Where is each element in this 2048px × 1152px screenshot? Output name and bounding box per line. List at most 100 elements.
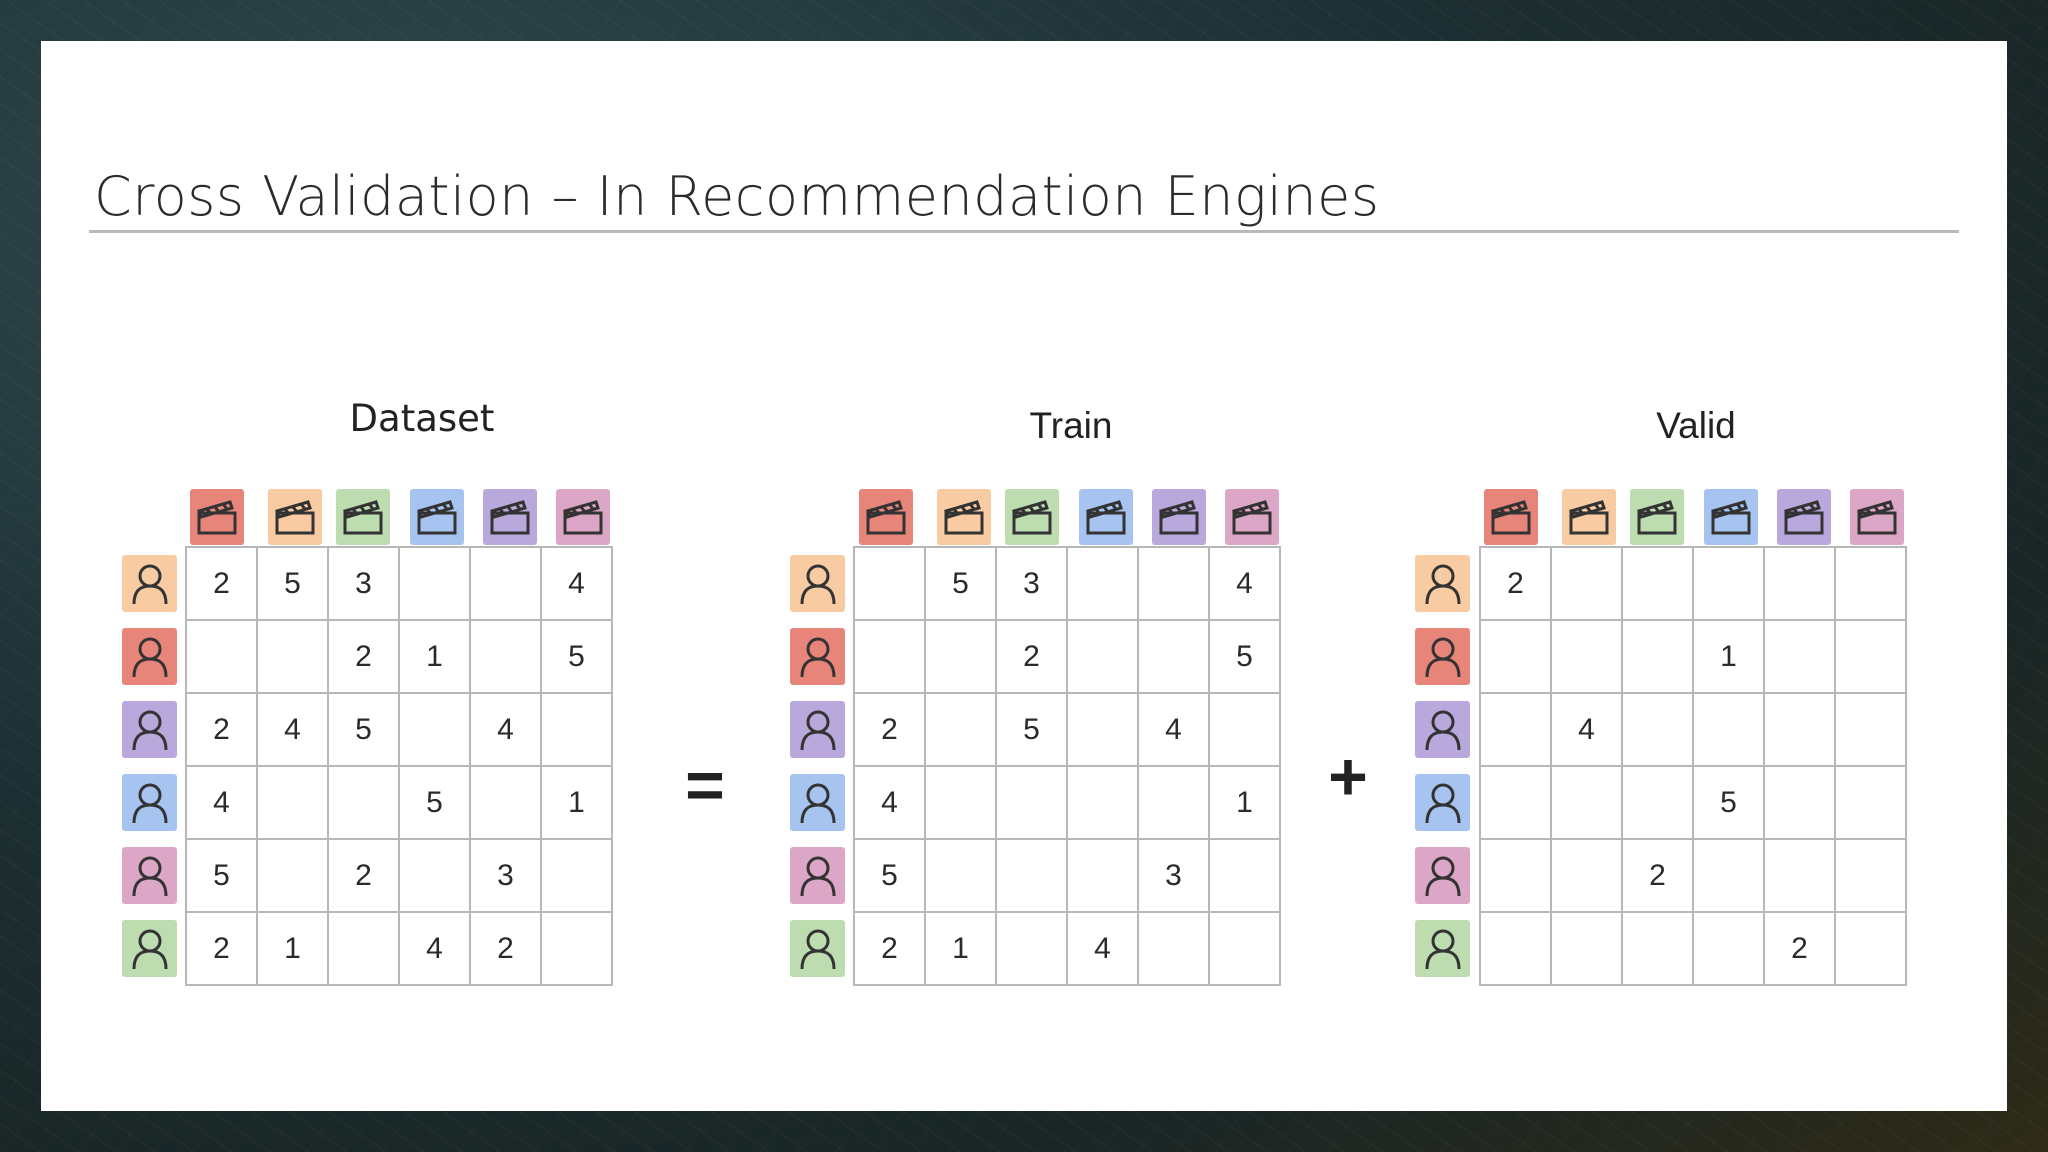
- dataset-user-column: [122, 555, 177, 993]
- matrix-cell: [926, 840, 997, 913]
- matrix-cell: 2: [1765, 913, 1836, 986]
- matrix-cell: 1: [542, 767, 613, 840]
- matrix-cell: [1552, 548, 1623, 621]
- user-icon: [790, 920, 845, 977]
- clapperboard-icon: [1777, 489, 1831, 545]
- clapperboard-icon: [1152, 489, 1206, 545]
- clapperboard-icon: [1704, 489, 1758, 545]
- matrix-cell: 5: [997, 694, 1068, 767]
- user-icon: [790, 774, 845, 831]
- clapperboard-icon: [937, 489, 991, 545]
- matrix-cell: [542, 913, 613, 986]
- matrix-cell: [400, 840, 471, 913]
- matrix-cell: 1: [926, 913, 997, 986]
- matrix-cell: 2: [329, 621, 400, 694]
- matrix-cell: [1068, 840, 1139, 913]
- user-icon: [1415, 555, 1470, 612]
- user-icon: [122, 555, 177, 612]
- clapperboard-icon: [1850, 489, 1904, 545]
- matrix-cell: [400, 694, 471, 767]
- matrix-cell: [997, 767, 1068, 840]
- matrix-cell: [1836, 913, 1907, 986]
- train-movie-header: [859, 489, 1279, 545]
- clapperboard-icon: [190, 489, 244, 545]
- clapperboard-icon: [268, 489, 322, 545]
- matrix-cell: 5: [926, 548, 997, 621]
- matrix-cell: [1139, 767, 1210, 840]
- matrix-cell: [542, 694, 613, 767]
- clapperboard-icon: [1630, 489, 1684, 545]
- matrix-cell: 3: [329, 548, 400, 621]
- matrix-cell: 4: [1210, 548, 1281, 621]
- matrix-cell: [1139, 621, 1210, 694]
- user-icon: [790, 555, 845, 612]
- matrix-cell: [471, 548, 542, 621]
- matrix-cell: [1765, 840, 1836, 913]
- user-icon: [790, 628, 845, 685]
- matrix-cell: 3: [997, 548, 1068, 621]
- matrix-cell: [1552, 767, 1623, 840]
- matrix-cell: [1694, 548, 1765, 621]
- matrix-cell: [471, 767, 542, 840]
- matrix-cell: 4: [542, 548, 613, 621]
- matrix-cell: [1068, 548, 1139, 621]
- user-icon: [790, 847, 845, 904]
- matrix-cell: 2: [855, 913, 926, 986]
- clapperboard-icon: [336, 489, 390, 545]
- matrix-cell: [1552, 913, 1623, 986]
- matrix-cell: 5: [542, 621, 613, 694]
- matrix-cell: [1765, 694, 1836, 767]
- user-icon: [790, 701, 845, 758]
- matrix-cell: [1694, 694, 1765, 767]
- matrix-cell: 4: [1552, 694, 1623, 767]
- matrix-cell: 1: [258, 913, 329, 986]
- matrix-cell: 5: [187, 840, 258, 913]
- user-icon: [1415, 920, 1470, 977]
- valid-user-column: [1415, 555, 1470, 993]
- matrix-cell: [926, 694, 997, 767]
- clapperboard-icon: [1562, 489, 1616, 545]
- user-icon: [1415, 774, 1470, 831]
- matrix-cell: [258, 840, 329, 913]
- train-user-column: [790, 555, 845, 993]
- matrix-cell: [1210, 694, 1281, 767]
- matrix-cell: [1836, 840, 1907, 913]
- matrix-cell: [258, 767, 329, 840]
- matrix-cell: [258, 621, 329, 694]
- matrix-cell: 4: [1139, 694, 1210, 767]
- matrix-cell: [926, 767, 997, 840]
- dataset-movie-header: [190, 489, 610, 545]
- matrix-cell: [1552, 621, 1623, 694]
- matrix-cell: [400, 548, 471, 621]
- title-divider: [89, 230, 1959, 233]
- clapperboard-icon: [1079, 489, 1133, 545]
- user-icon: [1415, 701, 1470, 758]
- matrix-cell: 2: [1481, 548, 1552, 621]
- matrix-cell: [1481, 694, 1552, 767]
- matrix-cell: [542, 840, 613, 913]
- matrix-cell: [1210, 913, 1281, 986]
- matrix-cell: [1139, 548, 1210, 621]
- user-icon: [122, 628, 177, 685]
- clapperboard-icon: [1484, 489, 1538, 545]
- dataset-label: Dataset: [349, 397, 495, 440]
- matrix-cell: [855, 548, 926, 621]
- user-icon: [122, 920, 177, 977]
- matrix-cell: [1481, 621, 1552, 694]
- clapperboard-icon: [556, 489, 610, 545]
- user-icon: [1415, 847, 1470, 904]
- matrix-cell: [471, 621, 542, 694]
- matrix-cell: 3: [471, 840, 542, 913]
- matrix-cell: [1836, 767, 1907, 840]
- matrix-cell: [1623, 913, 1694, 986]
- slide: Cross Validation – In Recommendation Eng…: [41, 41, 2007, 1111]
- clapperboard-icon: [859, 489, 913, 545]
- valid-movie-header: [1484, 489, 1904, 545]
- matrix-cell: 5: [1694, 767, 1765, 840]
- matrix-cell: [1694, 913, 1765, 986]
- clapperboard-icon: [1005, 489, 1059, 545]
- matrix-cell: [1623, 767, 1694, 840]
- matrix-cell: 2: [187, 694, 258, 767]
- matrix-cell: [1481, 913, 1552, 986]
